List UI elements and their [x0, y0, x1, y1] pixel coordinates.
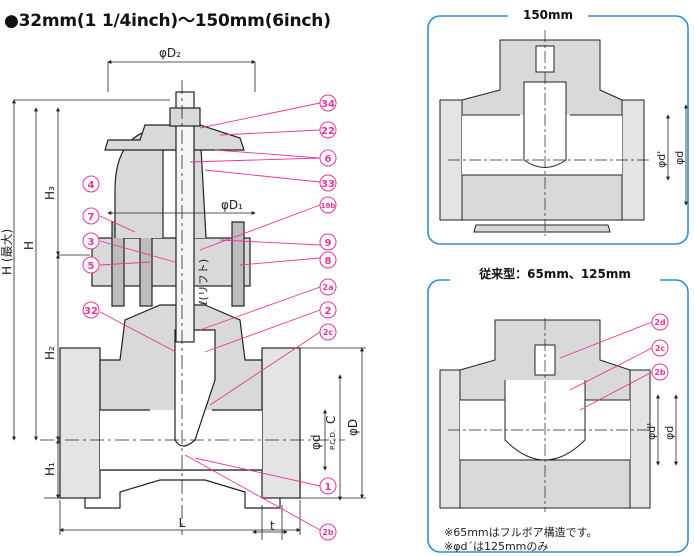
panel-150mm-phid-prime: φd' [655, 151, 668, 168]
callout-4: 4 [82, 175, 100, 193]
svg-text:22: 22 [321, 126, 335, 137]
callout-6: 6 [319, 149, 337, 167]
callout-18b: 18b [319, 196, 337, 214]
panel-legacy-phid: φd [663, 426, 676, 440]
callout-2c-legacy: 2c [651, 339, 669, 357]
handwheel [104, 124, 245, 151]
page-title: ●32mm(1 1/4inch)〜150mm(6inch) [4, 11, 331, 31]
dimension-lines [12, 60, 366, 540]
callout-33: 33 [319, 174, 337, 192]
dim-phiD2: φD₂ [159, 46, 181, 60]
svg-text:5: 5 [88, 261, 95, 272]
dim-H: H [22, 241, 36, 250]
callout-32: 32 [82, 301, 100, 319]
dim-phiD: φD [346, 419, 360, 436]
legacy-note-1: ※65mmはフルボア構造です。 [444, 526, 598, 539]
callout-1: 1 [319, 477, 337, 495]
callout-2a: 2a [319, 278, 337, 296]
svg-text:18b: 18b [321, 202, 336, 210]
dim-H1: H₁ [43, 462, 57, 476]
svg-text:34: 34 [321, 99, 335, 110]
callout-2d: 2d [651, 313, 669, 331]
svg-text:2b: 2b [322, 528, 334, 537]
svg-text:2d: 2d [654, 318, 666, 327]
panel-150mm: 150mm φd' φd [427, 4, 689, 245]
callout-2c: 2c [319, 323, 337, 341]
centerlines [40, 80, 345, 535]
callout-7: 7 [82, 207, 100, 225]
dim-phid: φd [309, 434, 323, 450]
svg-text:8: 8 [325, 256, 332, 267]
panel-150mm-phid: φd [673, 151, 686, 165]
callout-8: 8 [319, 251, 337, 269]
main-section [59, 91, 301, 509]
svg-text:2: 2 [325, 306, 332, 317]
leader-lines [99, 102, 321, 531]
dim-pcd: P.C.D. [329, 430, 337, 450]
panel-150mm-header: 150mm [523, 8, 573, 22]
callout-3: 3 [82, 232, 100, 250]
panel-legacy-header: 従来型：65mm、125mm [478, 266, 631, 281]
panel-legacy: 従来型：65mm、125mm φd' φd 2d 2c 2b [427, 262, 689, 553]
callout-34: 34 [319, 94, 337, 112]
callout-2: 2 [319, 301, 337, 319]
dim-C: C [324, 416, 338, 424]
callout-22: 22 [319, 121, 337, 139]
stem [175, 91, 195, 343]
svg-text:2a: 2a [323, 283, 334, 292]
dim-H3: H₃ [43, 186, 57, 200]
callout-2b: 2b [319, 523, 337, 541]
svg-text:33: 33 [321, 179, 335, 190]
svg-text:2c: 2c [323, 328, 334, 337]
disc [174, 329, 216, 447]
svg-text:3: 3 [88, 237, 95, 248]
svg-text:6: 6 [325, 154, 332, 165]
left-flange [59, 347, 101, 499]
callout-2b-legacy: 2b [651, 363, 669, 381]
svg-text:1: 1 [325, 482, 332, 493]
svg-text:7: 7 [88, 212, 95, 223]
right-flange [261, 347, 301, 499]
svg-text:2c: 2c [655, 344, 666, 353]
svg-text:32: 32 [84, 306, 98, 317]
legacy-note-2: ※φd´は125mmのみ [444, 540, 549, 553]
dim-H2: H₂ [43, 346, 57, 360]
dim-phiD1: φD₁ [221, 198, 243, 212]
svg-text:4: 4 [88, 180, 95, 191]
panel-legacy-phid-prime: φd' [645, 423, 658, 440]
callout-5: 5 [82, 256, 100, 274]
dim-L: L [179, 516, 186, 530]
callout-9: 9 [319, 233, 337, 251]
svg-text:9: 9 [325, 238, 332, 249]
dim-t: t [270, 519, 275, 533]
svg-text:2b: 2b [654, 368, 666, 377]
dim-H-max: H (最大) [0, 229, 14, 275]
dim-lift: ℓ(リフト) [197, 259, 210, 306]
